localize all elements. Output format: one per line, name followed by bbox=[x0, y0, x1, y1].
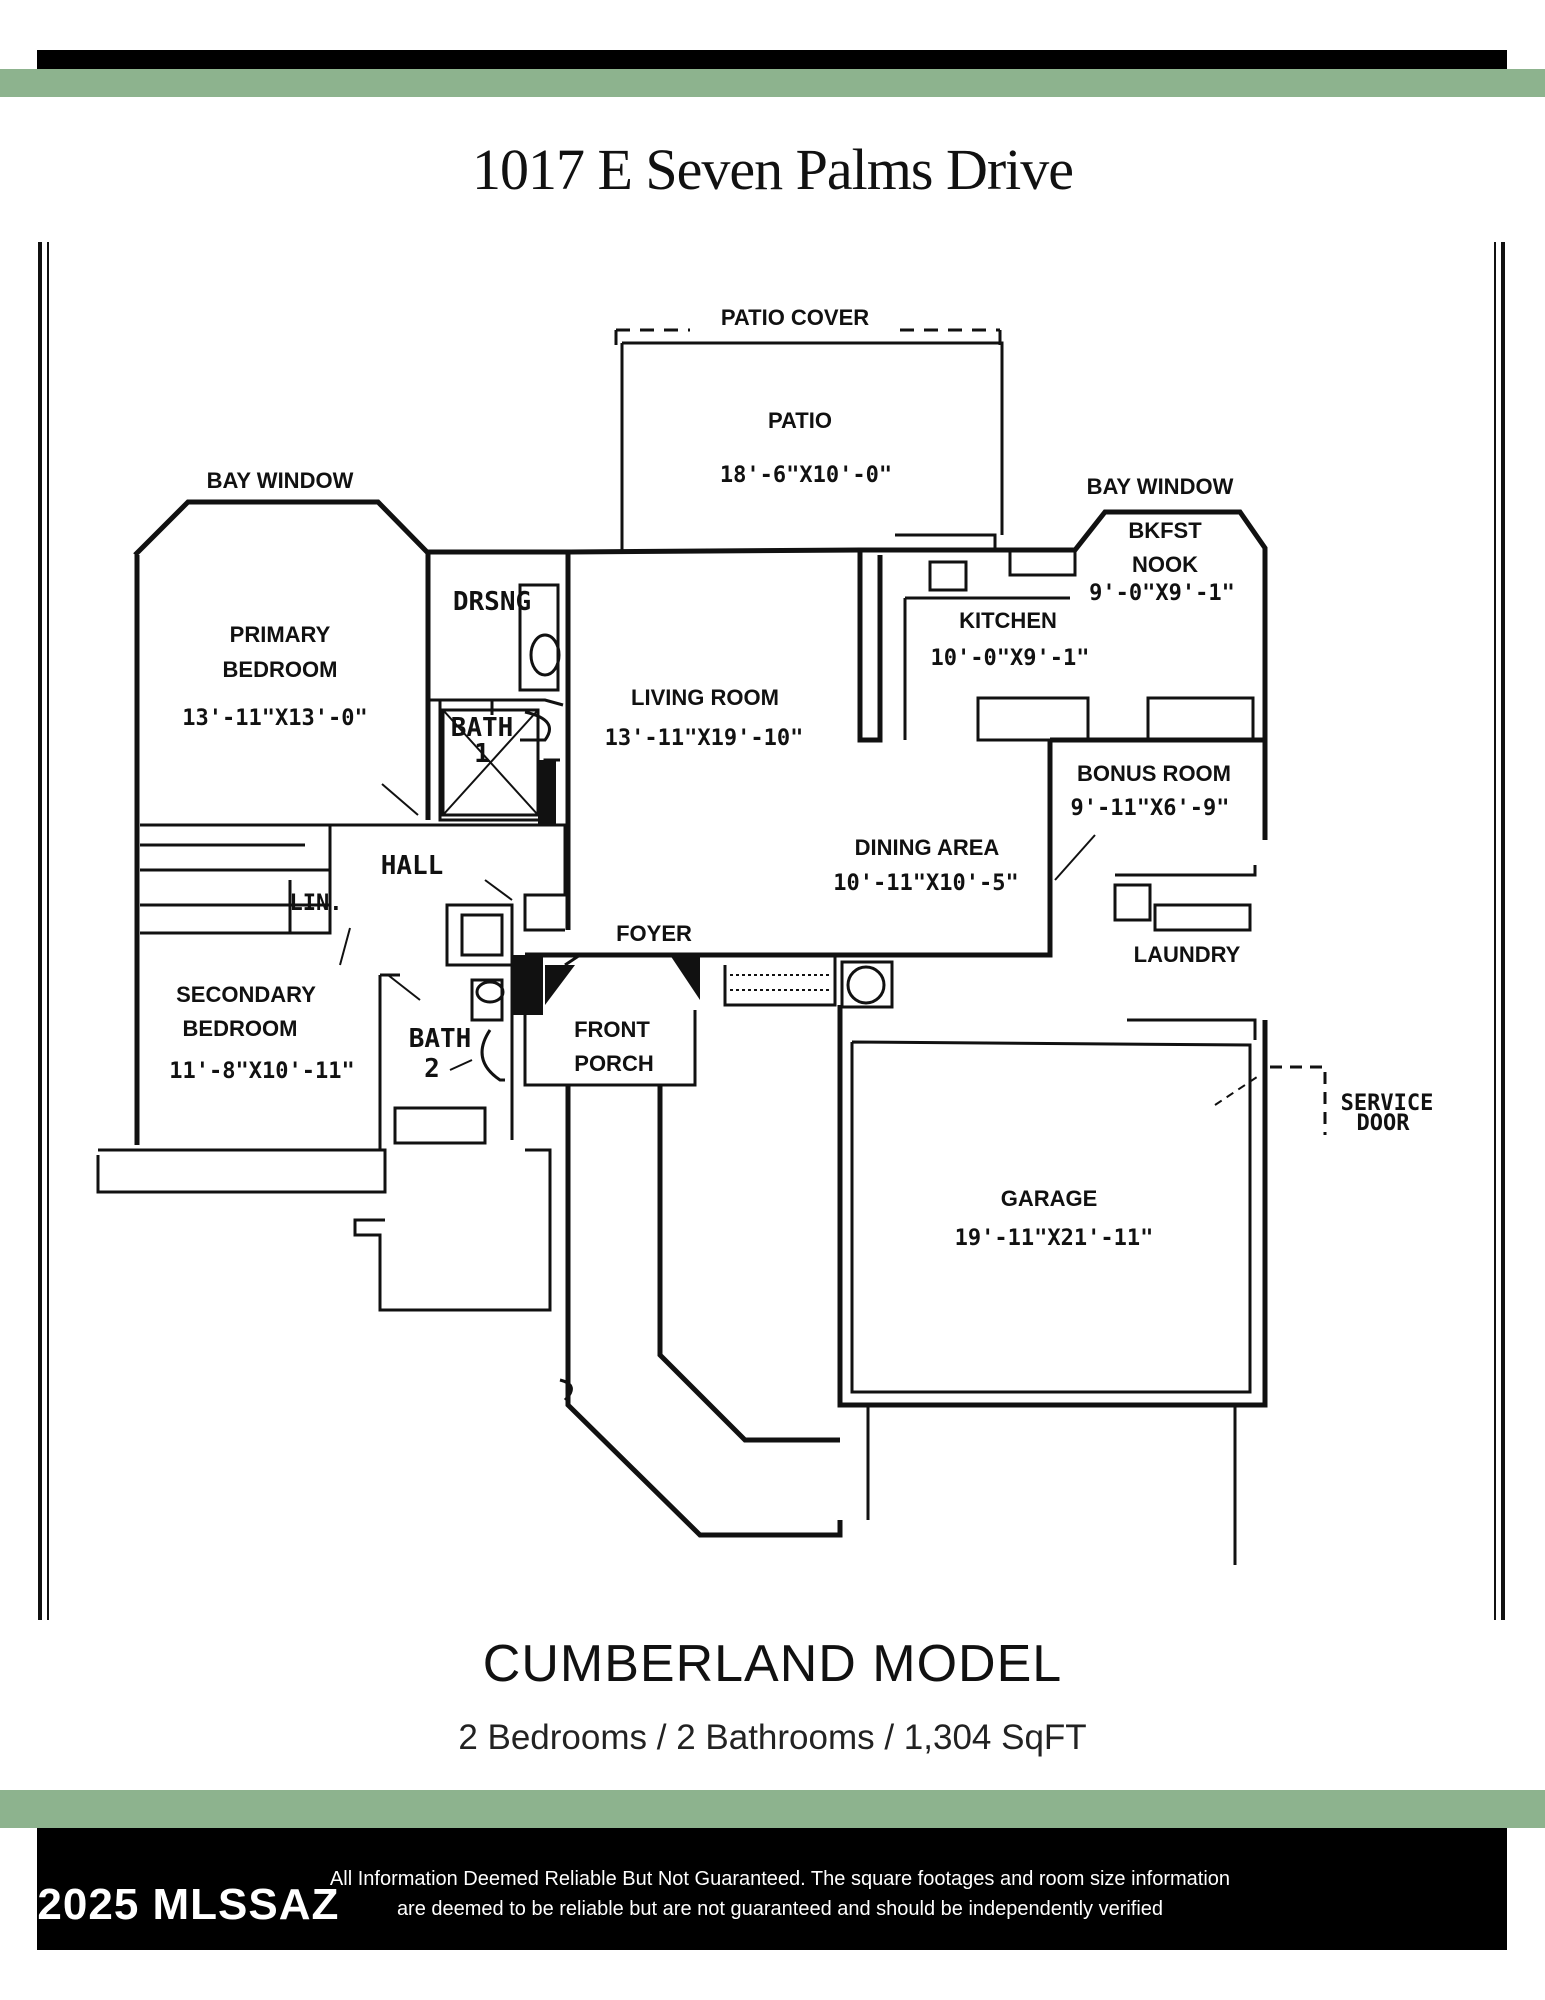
laundry-label: LAUNDRY bbox=[1134, 942, 1241, 967]
disclaimer-line-1: All Information Deemed Reliable But Not … bbox=[329, 1868, 1231, 1890]
bonus-room-dims: 9'-11"X6'-9" bbox=[1071, 796, 1230, 821]
foyer-label: FOYER bbox=[616, 921, 692, 946]
secondary-bedroom-label-2: BEDROOM bbox=[183, 1016, 298, 1041]
bay-window-left-label: BAY WINDOW bbox=[207, 468, 354, 493]
footer-black-bar bbox=[37, 1828, 1507, 1950]
patio-dims: 18'-6"X10'-0" bbox=[720, 463, 892, 488]
plan-walls bbox=[96, 328, 1327, 1565]
bath2-label: BATH bbox=[409, 1024, 472, 1054]
room-labels: PATIO COVER BAY WINDOW BAY WINDOW PATIO … bbox=[169, 305, 1240, 1251]
bath1-number: 1 bbox=[474, 739, 490, 769]
living-room-dims: 13'-11"X19'-10" bbox=[605, 726, 804, 751]
top-black-bar bbox=[37, 50, 1507, 69]
garage-dims: 19'-11"X21'-11" bbox=[955, 1226, 1154, 1251]
bath1-label: BATH bbox=[451, 713, 514, 743]
bath2-number: 2 bbox=[424, 1054, 440, 1084]
bkfst-nook-label-1: BKFST bbox=[1128, 518, 1202, 543]
page-title: 1017 E Seven Palms Drive bbox=[471, 137, 1074, 202]
secondary-bedroom-dims: 11'-8"X10'-11" bbox=[169, 1059, 354, 1084]
patio-label: PATIO bbox=[768, 408, 832, 433]
disclaimer: All Information Deemed Reliable But Not … bbox=[320, 1864, 1240, 1924]
bay-window-right-label: BAY WINDOW bbox=[1087, 474, 1234, 499]
floor-plan: PATIO COVER BAY WINDOW BAY WINDOW PATIO … bbox=[37, 242, 1507, 1620]
patio-cover-label: PATIO COVER bbox=[721, 305, 869, 330]
model-name: CUMBERLAND MODEL bbox=[482, 1635, 1063, 1693]
wall-blocks bbox=[513, 760, 700, 1015]
bkfst-nook-dims: 9'-0"X9'-1" bbox=[1089, 581, 1235, 606]
dining-area-label: DINING AREA bbox=[855, 835, 1000, 860]
top-green-bar bbox=[0, 69, 1545, 97]
frame-lines bbox=[38, 242, 1505, 1620]
service-door-label-2: DOOR bbox=[1357, 1111, 1411, 1136]
kitchen-label: KITCHEN bbox=[959, 608, 1057, 633]
primary-bedroom-dims: 13'-11"X13'-0" bbox=[182, 706, 367, 731]
kitchen-dims: 10'-0"X9'-1" bbox=[931, 646, 1090, 671]
primary-bedroom-label-2: BEDROOM bbox=[223, 657, 338, 682]
disclaimer-line-2: are deemed to be reliable but are not gu… bbox=[396, 1898, 1164, 1920]
primary-bedroom-label-1: PRIMARY bbox=[230, 622, 331, 647]
bonus-room-label: BONUS ROOM bbox=[1077, 761, 1231, 786]
garage-label: GARAGE bbox=[1001, 1186, 1098, 1211]
living-room-label: LIVING ROOM bbox=[631, 685, 779, 710]
service-door-label-1: SERVICE bbox=[1341, 1091, 1434, 1116]
model-specs: 2 Bedrooms / 2 Bathrooms / 1,304 SqFT bbox=[458, 1718, 1087, 1757]
dining-area-dims: 10'-11"X10'-5" bbox=[833, 871, 1018, 896]
hand-labels: DRSNG BATH 1 HALL LIN. BATH 2 SERVICE DO… bbox=[290, 587, 1434, 1136]
front-porch-label-2: PORCH bbox=[574, 1051, 653, 1076]
bkfst-nook-label-2: NOOK bbox=[1132, 552, 1198, 577]
copyright-watermark: ©2025 MLSSAZ bbox=[4, 1880, 340, 1929]
secondary-bedroom-label-1: SECONDARY bbox=[176, 982, 316, 1007]
hall-label: HALL bbox=[381, 851, 444, 881]
lin-label: LIN. bbox=[290, 891, 343, 916]
front-porch-label-1: FRONT bbox=[574, 1017, 650, 1042]
bottom-green-bar bbox=[0, 1790, 1545, 1828]
drsng-label: DRSNG bbox=[453, 587, 531, 617]
